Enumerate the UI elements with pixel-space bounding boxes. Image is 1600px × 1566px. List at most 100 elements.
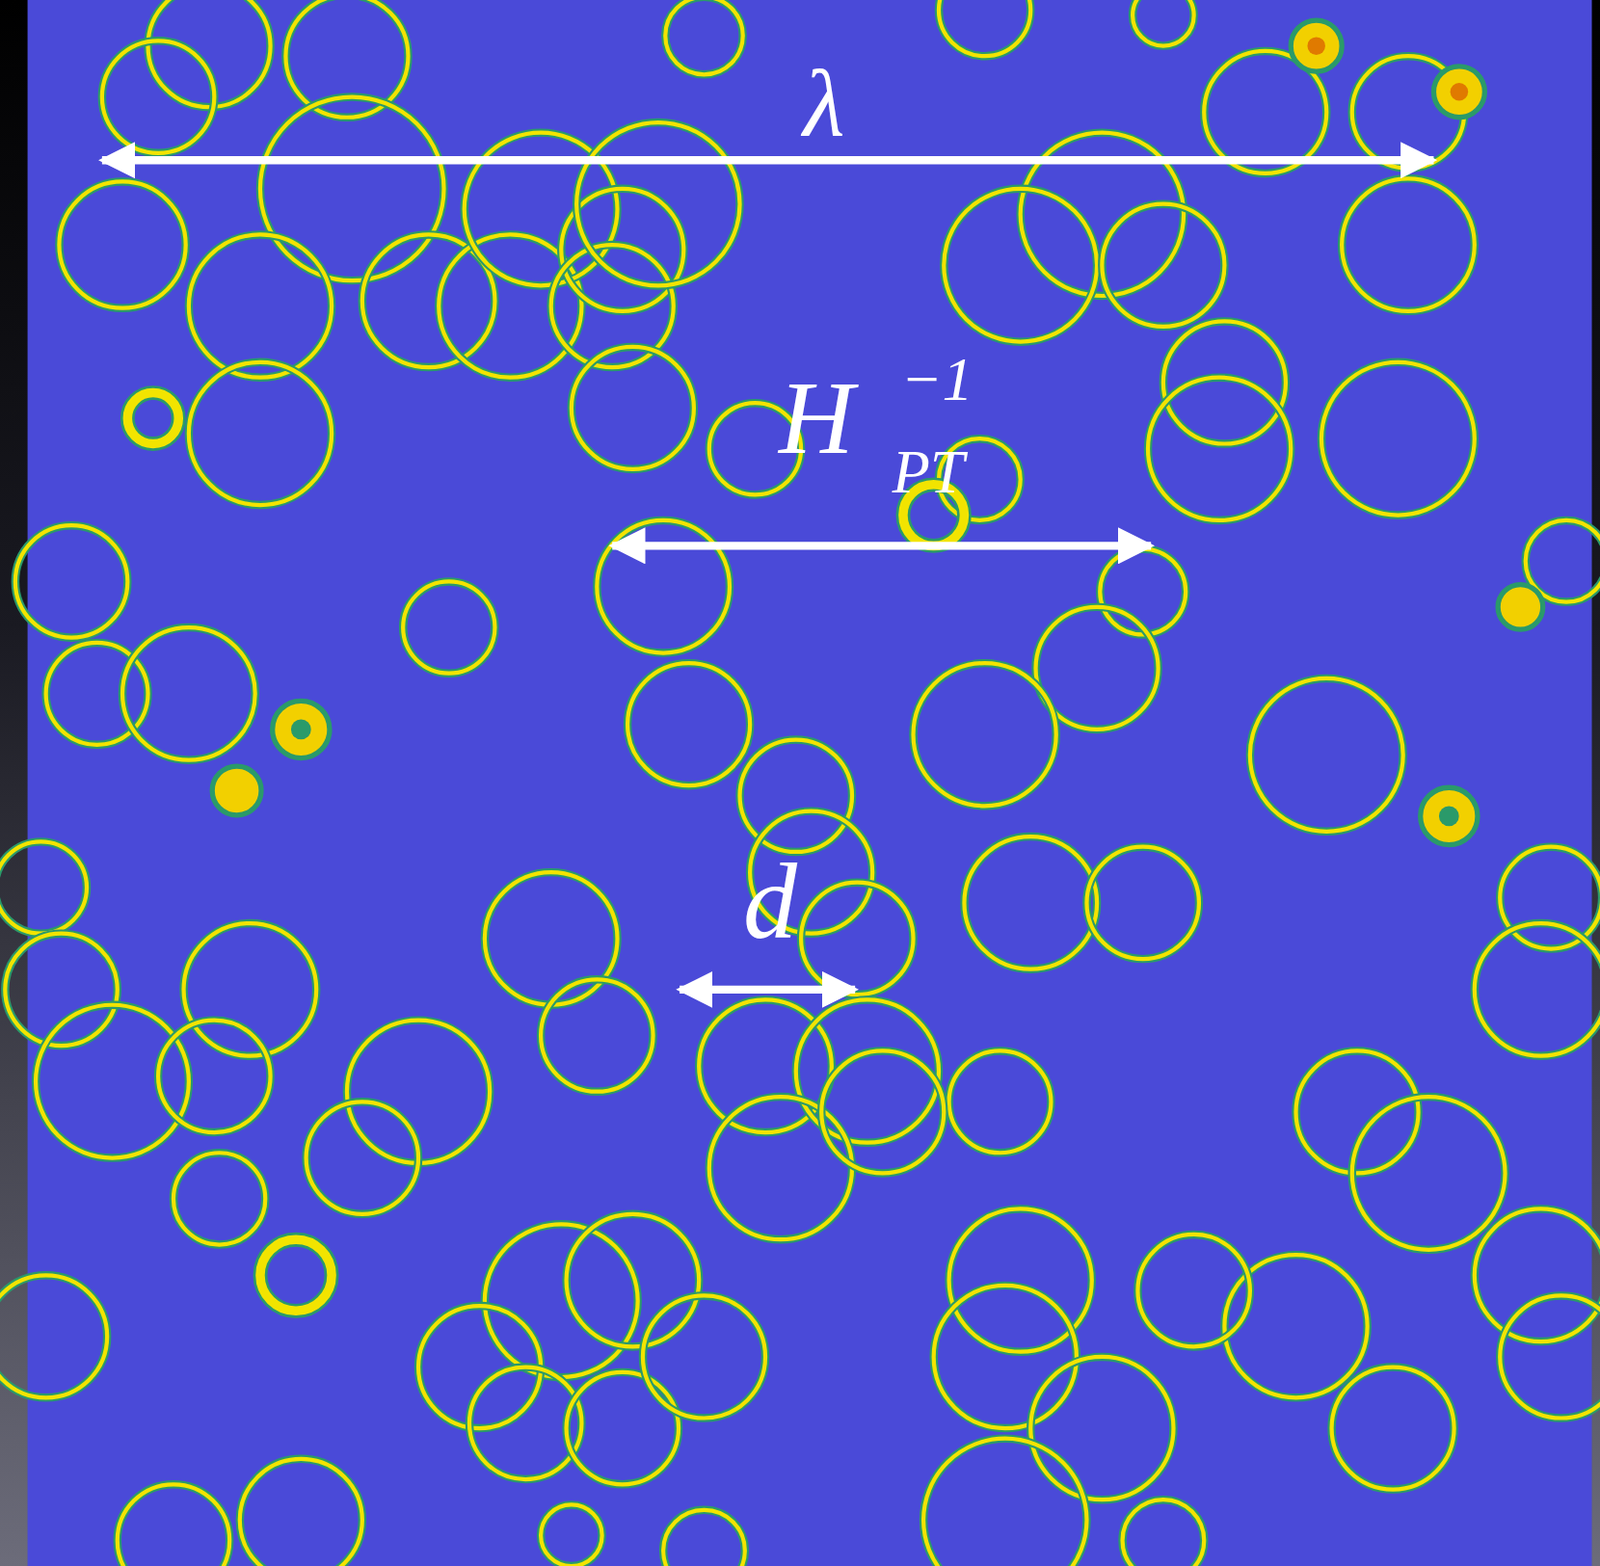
bubble-wall <box>540 979 653 1092</box>
bubble-core <box>291 720 312 741</box>
bubble-wall-halo <box>117 1484 230 1566</box>
bubble-wall-halo <box>1474 1208 1600 1342</box>
bubble-wall <box>1250 678 1404 832</box>
bubble-wall-halo <box>949 1050 1052 1153</box>
bubble-wall-halo <box>1341 178 1475 312</box>
bubble-core <box>1450 82 1469 102</box>
bubble-wall <box>117 1484 230 1566</box>
bubble-wall <box>923 1439 1087 1566</box>
bubble-wall-halo <box>1030 1357 1174 1500</box>
bubble-wall-halo <box>1132 0 1195 47</box>
bubble-wall-halo <box>1099 549 1186 636</box>
bubble-wall-halo <box>240 1459 363 1566</box>
bubble-wall-halo <box>1332 1367 1455 1491</box>
hubble-arrow <box>612 541 1151 550</box>
bubble-wall <box>963 836 1097 970</box>
bubble-wall <box>102 40 214 153</box>
lambda-arrow <box>102 156 1435 164</box>
subscript-label: PT <box>892 441 965 504</box>
scale-arrows <box>102 160 1435 990</box>
bubble-wall <box>800 882 913 995</box>
bubble-wall <box>566 1214 700 1348</box>
bubble-wall <box>402 581 495 673</box>
bubble-wall <box>1499 847 1600 950</box>
bubble-wall <box>188 234 332 377</box>
bubble-wall-halo <box>540 979 653 1092</box>
bubble-wall-halo <box>665 0 743 75</box>
collapsing-bubble <box>1420 787 1478 845</box>
bubble-core <box>1439 806 1460 827</box>
bubble-wall-halo <box>35 1005 189 1159</box>
bubble-wall-halo <box>740 740 853 853</box>
bubble-wall-halo <box>1474 923 1600 1057</box>
bubble-wall <box>1122 1499 1205 1566</box>
bubble-wall-halo <box>566 1372 679 1485</box>
bubble-wall-halo <box>576 122 740 286</box>
lambda-label: λ <box>802 55 845 153</box>
bubble-wall <box>1352 1096 1506 1251</box>
bubble-wall-halo <box>933 1285 1077 1429</box>
bubble-wall-halo <box>1137 1234 1250 1347</box>
bubble-wall-halo <box>963 836 1097 970</box>
small-bubble-halo <box>260 1239 332 1311</box>
bubble-core <box>1512 599 1528 615</box>
bubble-wall <box>1332 1367 1455 1491</box>
bubble-wall-halo <box>148 0 271 107</box>
bubble-wall-halo <box>122 627 256 761</box>
bubble-wall <box>1132 0 1195 47</box>
bubble-wall-halo <box>1147 377 1291 521</box>
bubble-wall-halo <box>1250 678 1404 832</box>
bubble-wall-halo <box>15 525 128 638</box>
bubble-wall <box>540 1504 603 1566</box>
exponent-label: −1 <box>900 348 973 411</box>
collapsing-bubble <box>1290 20 1342 72</box>
bubble-wall <box>796 999 939 1143</box>
d-arrow <box>679 986 855 994</box>
bubble-wall-halo <box>566 1214 700 1348</box>
bubble-wall-halo <box>821 1050 944 1174</box>
bubble-wall <box>173 1152 266 1245</box>
bubble-wall-halo <box>800 882 913 995</box>
bubble-wall <box>188 362 332 506</box>
bubble-wall-halo <box>1122 1499 1205 1566</box>
bubble-wall-halo <box>188 234 332 377</box>
bubble-wall-halo <box>1352 1096 1506 1251</box>
bubble-wall-halo <box>306 1101 419 1214</box>
bubble-wall <box>576 122 740 286</box>
bubble-wall-halo <box>58 181 186 308</box>
bubble-wall <box>122 627 256 761</box>
small-bubble <box>127 393 179 445</box>
bubble-wall-halo <box>540 1504 603 1566</box>
bubble-wall <box>484 1224 639 1378</box>
bubble-wall <box>1086 847 1199 960</box>
bubble-wall <box>0 841 87 934</box>
bubble-wall-halo <box>1321 362 1475 516</box>
bubble-wall-halo <box>923 1439 1087 1566</box>
bubble-wall <box>938 0 1031 56</box>
bubble-wall <box>663 1510 746 1566</box>
bubble-wall-halo <box>1086 847 1199 960</box>
bubble-wall-halo <box>158 1020 270 1133</box>
bubble-wall-halo <box>627 663 750 786</box>
bubble-wall <box>740 740 853 853</box>
bubble-wall <box>484 872 618 1006</box>
bubble-wall-halo <box>173 1152 266 1245</box>
bubble-wall-halo <box>0 1275 107 1398</box>
bubble-wall <box>158 1020 270 1133</box>
bubble-wall-halo <box>596 520 730 654</box>
bubble-wall <box>566 1372 679 1485</box>
bubble-wall <box>58 181 186 308</box>
spacing-label: d <box>743 847 798 956</box>
bubble-wall <box>1474 923 1600 1057</box>
bubble-wall <box>260 97 445 282</box>
small-bubble <box>260 1239 332 1311</box>
bubble-wall-halo <box>402 581 495 673</box>
bubble-wall-halo <box>0 841 87 934</box>
bubble-wall-halo <box>260 97 445 282</box>
bubble-wall <box>913 663 1057 806</box>
bubble-wall-halo <box>1101 204 1225 327</box>
bubble-wall <box>596 520 730 654</box>
bubble-wall <box>1099 549 1186 636</box>
